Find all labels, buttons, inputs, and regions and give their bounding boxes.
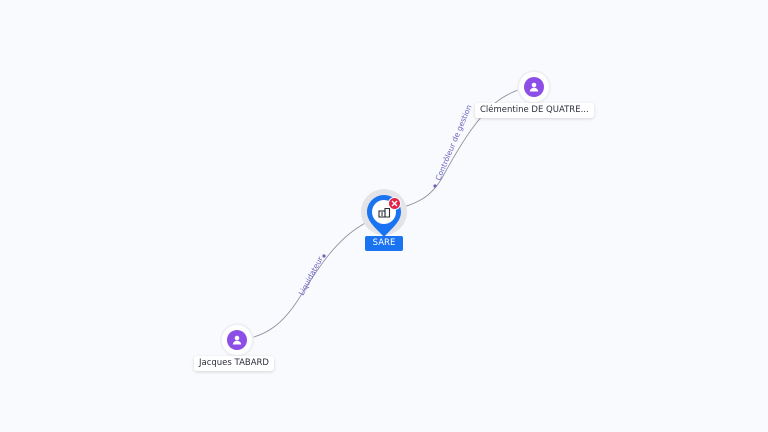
person-label-jacques[interactable]: Jacques TABARD [194, 356, 274, 371]
person-node-clementine[interactable] [519, 72, 549, 102]
person-icon [524, 77, 544, 97]
edge-dot-controleur [433, 184, 437, 188]
company-name-label[interactable]: SARE [365, 236, 403, 251]
person-node-jacques[interactable] [222, 325, 252, 355]
person-label-clementine[interactable]: Clémentine DE QUATRE... [475, 103, 594, 118]
person-icon [227, 330, 247, 350]
edge-label-controleur[interactable]: Contrôleur de gestion [434, 103, 474, 182]
edge-label-liquidateur[interactable]: Liquidateur [297, 254, 325, 297]
closed-x-icon [388, 197, 401, 210]
edge-dot-liquidateur [322, 254, 326, 258]
